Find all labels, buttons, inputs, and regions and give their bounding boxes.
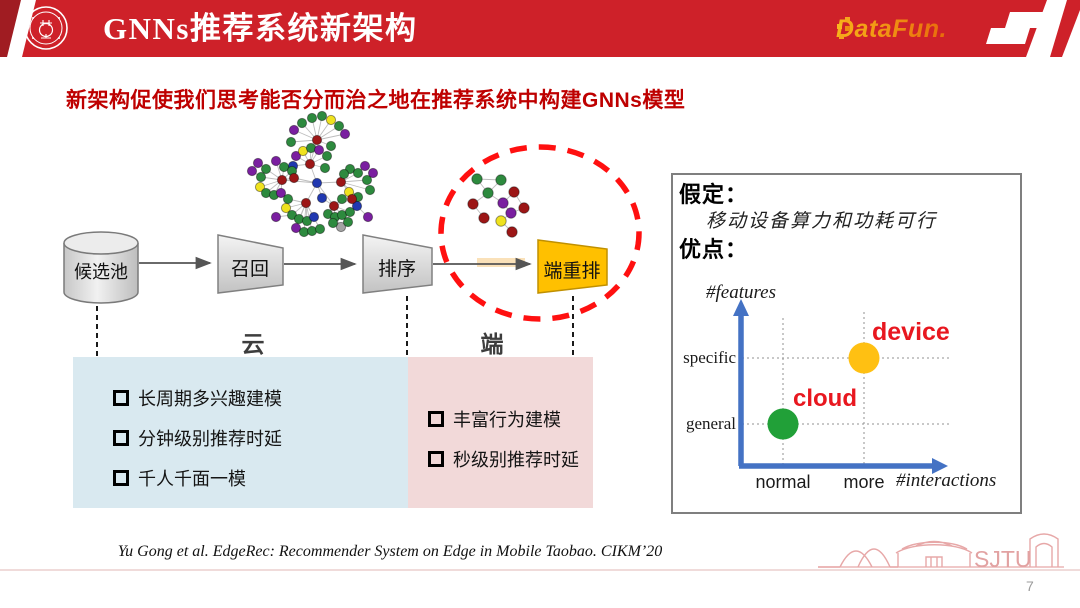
checkbox-bullet-icon bbox=[113, 470, 129, 486]
banner-accent-lower bbox=[986, 28, 1030, 44]
page-number: 7 bbox=[1026, 578, 1034, 594]
edge-zone-label: 端 bbox=[480, 331, 504, 357]
sjtu-seal-icon bbox=[24, 6, 68, 50]
x-tick-normal: normal bbox=[755, 472, 811, 492]
cloud-item-label: 千人千面一模 bbox=[138, 469, 246, 489]
banner-main bbox=[22, 0, 1047, 57]
banner-shapes bbox=[0, 0, 1080, 57]
footer-divider bbox=[0, 569, 1080, 571]
edge-item: 丰富行为建模 bbox=[428, 406, 561, 432]
candidate-pool-label: 候选池 bbox=[74, 262, 128, 282]
sjtu-skyline-sketch: SJTU bbox=[818, 533, 1064, 572]
banner-dark-strip bbox=[0, 0, 21, 57]
x-axis-title: #interactions bbox=[896, 470, 997, 491]
page-title: GNNs推荐系统新架构 bbox=[103, 11, 418, 46]
cloud-item: 千人千面一模 bbox=[113, 465, 246, 491]
device-point-label: device bbox=[872, 318, 950, 346]
y-axis-title: #features bbox=[706, 282, 777, 303]
edge-item-label: 丰富行为建模 bbox=[453, 410, 561, 430]
checkbox-bullet-icon bbox=[113, 430, 129, 446]
cloud-point-label: cloud bbox=[793, 385, 857, 412]
banner-right-sliver bbox=[1050, 0, 1080, 57]
banner-accent-upper bbox=[1005, 12, 1049, 28]
edge-zone-box: 丰富行为建模 秒级别推荐时延 bbox=[408, 357, 593, 508]
rank-stage-label: 排序 bbox=[377, 259, 416, 280]
citation-text: Yu Gong et al. EdgeRec: Recommender Syst… bbox=[117, 543, 663, 560]
recall-stage-label: 召回 bbox=[230, 259, 269, 280]
y-tick-general: general bbox=[685, 414, 736, 433]
cloud-zone-label: 云 bbox=[241, 331, 265, 357]
datafun-logo: DataFun. bbox=[836, 15, 947, 44]
edge-rerank-stage-label: 端重排 bbox=[543, 261, 601, 282]
assumption-text: 移动设备算力和功耗可行 bbox=[706, 211, 938, 232]
cloud-item-label: 分钟级别推荐时延 bbox=[138, 429, 282, 449]
checkbox-bullet-icon bbox=[428, 411, 444, 427]
y-tick-specific: specific bbox=[683, 348, 736, 367]
mini-graph-illustration bbox=[467, 173, 530, 238]
header-banner: GNNs推荐系统新架构 DataFun. bbox=[0, 0, 1080, 57]
sjtu-watermark-text: SJTU bbox=[974, 546, 1032, 572]
checkbox-bullet-icon bbox=[428, 451, 444, 467]
brand-name: DataFun. bbox=[836, 15, 947, 43]
edge-item: 秒级别推荐时延 bbox=[428, 446, 579, 472]
advantage-heading: 优点： bbox=[679, 237, 749, 262]
user-item-graph-illustration bbox=[246, 110, 379, 238]
advantage-panel bbox=[671, 173, 1022, 514]
highlight-smudge bbox=[477, 258, 525, 267]
highlight-dashed-circle bbox=[438, 144, 642, 322]
subtitle-text: 新架构促使我们思考能否分而治之地在推荐系统中构建GNNs模型 bbox=[66, 89, 686, 112]
cloud-zone-box: 长周期多兴趣建模 分钟级别推荐时延 千人千面一模 bbox=[73, 357, 408, 508]
x-tick-more: more bbox=[843, 472, 885, 492]
cloud-item-label: 长周期多兴趣建模 bbox=[138, 389, 282, 409]
edge-item-label: 秒级别推荐时延 bbox=[453, 450, 579, 470]
assumption-heading: 假定： bbox=[679, 182, 749, 207]
datafun-pixel-icon bbox=[837, 17, 850, 39]
checkbox-bullet-icon bbox=[113, 390, 129, 406]
cloud-item: 分钟级别推荐时延 bbox=[113, 425, 282, 451]
cloud-item: 长周期多兴趣建模 bbox=[113, 385, 282, 411]
